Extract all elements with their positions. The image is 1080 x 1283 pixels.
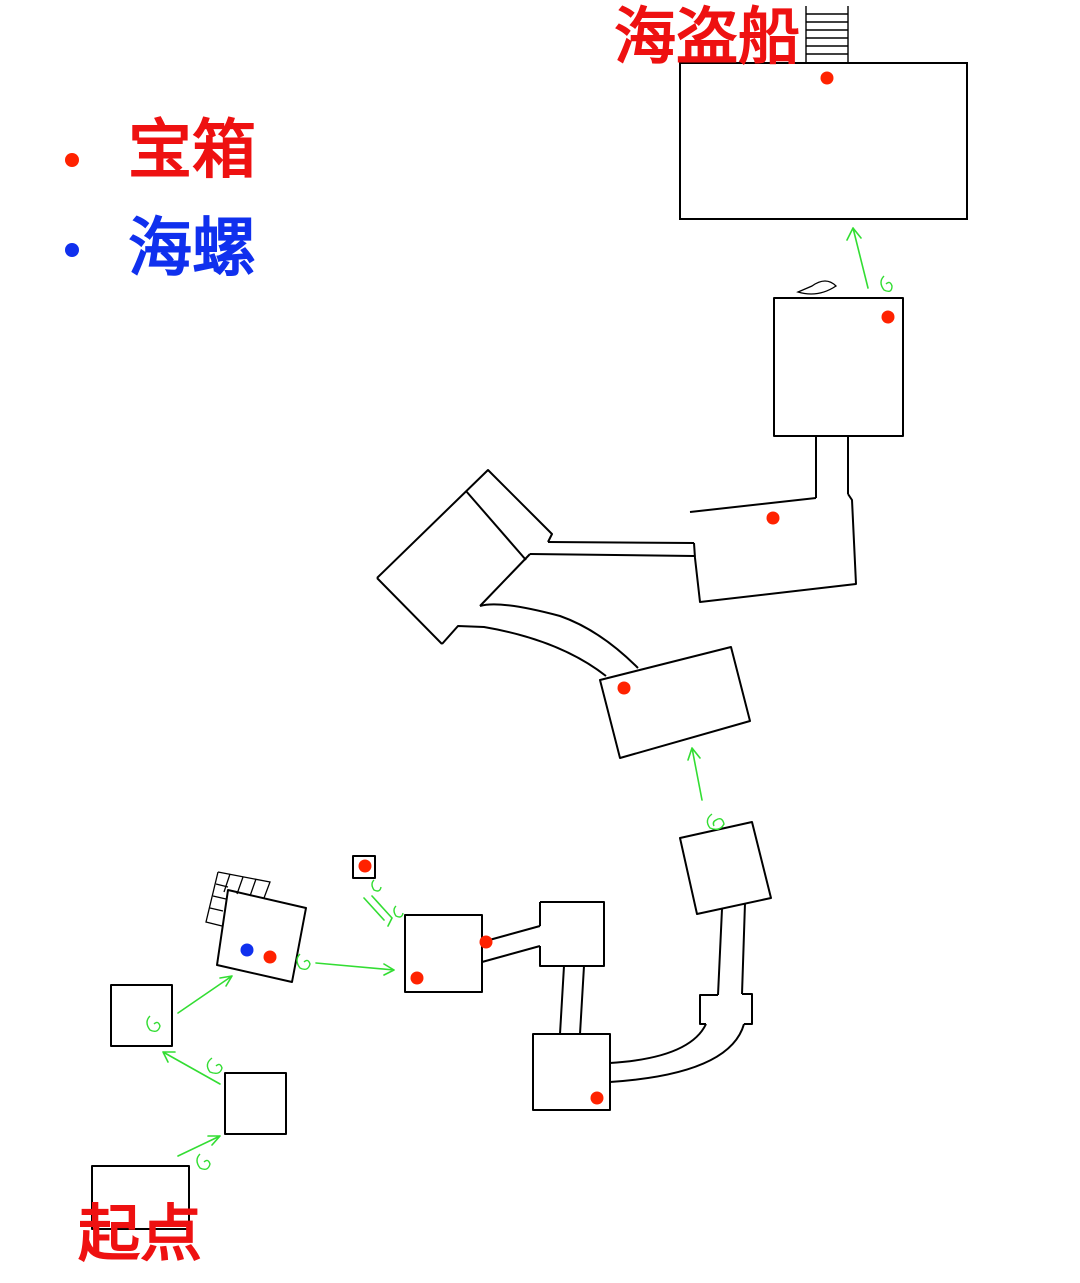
treasure-dot[interactable]	[617, 681, 631, 695]
room-diamond	[376, 469, 553, 645]
legend-conch-dot	[65, 243, 79, 257]
junction-box	[699, 993, 753, 1025]
legend: 宝箱 海螺	[65, 114, 256, 286]
stairs-icon	[205, 871, 271, 927]
treasure-markers	[263, 71, 895, 1105]
diamond-inner-wall	[465, 490, 527, 561]
spiral-icon	[880, 275, 893, 293]
boat-icon	[796, 280, 838, 295]
treasure-dot[interactable]	[590, 1091, 604, 1105]
corridor-curved	[441, 603, 639, 677]
spiral-icon	[393, 905, 404, 918]
room-upper-right	[773, 297, 904, 437]
corridor-center-vertical	[559, 965, 585, 1035]
conch-dot[interactable]	[240, 943, 254, 957]
treasure-dot[interactable]	[358, 859, 372, 873]
arrow-to-ship	[846, 227, 869, 289]
arrow-start-to-lower	[177, 1135, 221, 1157]
arrow-to-tilted-room	[687, 747, 703, 801]
corridor-long-horizontal	[529, 541, 695, 557]
room-center-left	[404, 914, 483, 993]
arrow-upper-to-stairs	[177, 975, 233, 1014]
room-tilted-square	[679, 821, 772, 915]
treasure-dot[interactable]	[263, 950, 277, 964]
treasure-dot[interactable]	[766, 511, 780, 525]
room-tilted-middle	[599, 646, 751, 759]
room-bottom	[532, 1033, 611, 1111]
start-label: 起点	[78, 1197, 202, 1270]
treasure-dot[interactable]	[820, 71, 834, 85]
treasure-dot[interactable]	[881, 310, 895, 324]
corridor-vertical-right	[717, 902, 746, 996]
room-left-lower	[224, 1072, 287, 1135]
pirate-ship-label: 海盗船	[614, 0, 800, 73]
room-tiny	[352, 855, 376, 879]
arrow-stairs-to-center	[315, 962, 395, 976]
arrow-tiny-room	[363, 895, 393, 927]
spiral-icon	[296, 953, 311, 971]
arrow-lower-to-upper	[162, 1051, 221, 1085]
room-stairs	[216, 889, 307, 983]
spiral-icon	[706, 813, 725, 831]
treasure-dot[interactable]	[479, 935, 493, 949]
legend-conch-label: 海螺	[128, 212, 256, 286]
pirate-ship-room	[679, 62, 968, 220]
treasure-dot[interactable]	[410, 971, 424, 985]
legend-treasure-dot	[65, 153, 79, 167]
room-slanted-right	[689, 493, 857, 603]
spiral-icon	[206, 1057, 223, 1075]
corridor-curved-bottom	[609, 1023, 745, 1083]
legend-treasure-label: 宝箱	[128, 114, 256, 188]
room-left-upper	[110, 984, 173, 1047]
ladder-icon	[805, 6, 849, 62]
room-start	[91, 1165, 190, 1230]
corridor-upper-right	[815, 436, 849, 498]
room-center-upper	[539, 901, 605, 967]
spiral-icon	[146, 1015, 161, 1033]
spiral-icon	[371, 879, 382, 892]
spiral-icon	[196, 1153, 211, 1171]
